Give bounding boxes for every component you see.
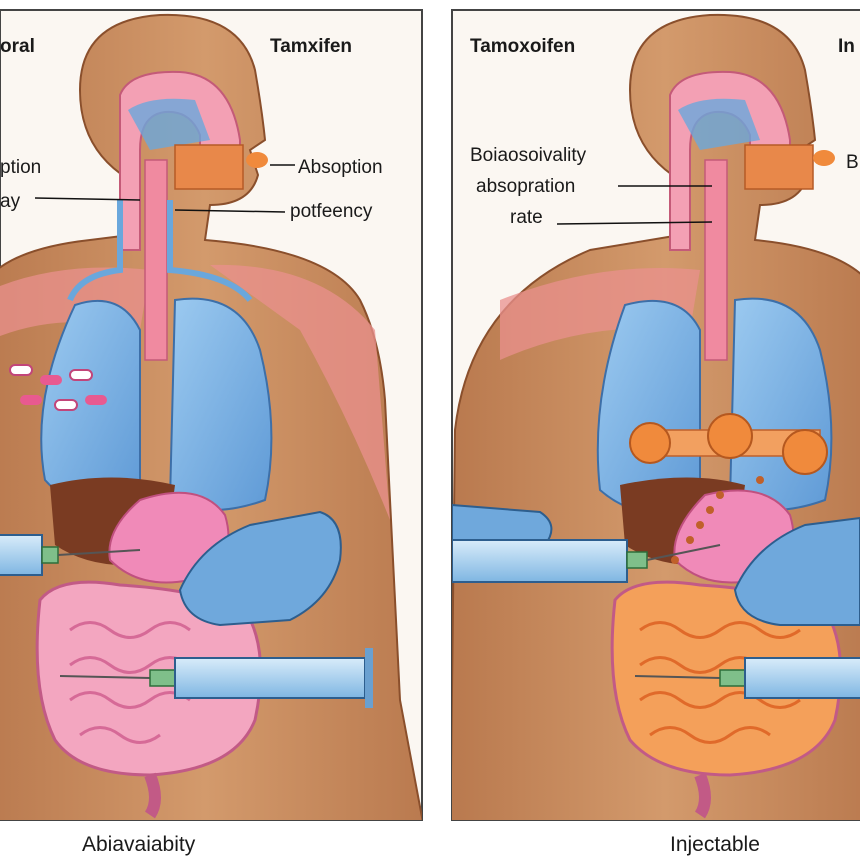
nasal-cavity — [128, 98, 210, 150]
right-panel: Tamoxoifen In Boiaosoivality absopration… — [451, 9, 860, 821]
left-label-absorption-clipped: ption — [0, 157, 41, 178]
nasal-cavity-right — [678, 98, 760, 150]
trachea — [144, 159, 168, 361]
left-title-oral: oral — [0, 36, 35, 57]
right-label-rate: rate — [510, 207, 543, 228]
shoulder-muscle-right-panel — [500, 268, 700, 360]
left-label-potency: potfeency — [290, 201, 373, 222]
left-title-drug: Tamxifen — [270, 36, 352, 57]
right-title-injectable-clipped: In — [838, 36, 855, 57]
drug-droplet — [246, 152, 268, 168]
right-label-absorption-rate: absopration — [476, 176, 575, 197]
shoulder-muscle-right — [210, 264, 390, 520]
drug-droplet-right — [813, 150, 835, 166]
gloved-hand — [178, 510, 342, 627]
right-label-bioavailability: Boiaosoivality — [470, 145, 587, 166]
left-label-way: ay — [0, 191, 21, 212]
right-label-edge: B — [846, 152, 859, 173]
syringe-lower-right — [634, 657, 860, 699]
intestine-folds — [69, 621, 191, 744]
drug-particles — [629, 413, 828, 564]
bronchi — [67, 200, 253, 302]
leader-rate — [556, 221, 713, 225]
trachea-right — [704, 159, 728, 361]
left-caption: Abiavaiabity — [82, 833, 196, 856]
mouth-tissue-right — [744, 144, 814, 190]
colon-end — [144, 772, 161, 819]
syringe-upper-right — [452, 539, 721, 583]
syringe-upper — [0, 534, 141, 576]
colon-end-right — [694, 772, 711, 819]
leader-way — [34, 197, 141, 201]
left-label-absorption: Absoption — [298, 157, 383, 178]
pills — [9, 364, 107, 411]
right-caption: Injectable — [670, 833, 760, 856]
intestine-folds-right — [639, 621, 801, 744]
gloved-hand-right — [733, 516, 860, 626]
mouth-tissue — [174, 144, 244, 190]
leader-potency — [174, 209, 286, 213]
left-panel: oral Tamxifen ption ay Absoption potfeen… — [0, 9, 423, 821]
syringe-lower — [59, 648, 373, 708]
right-title-drug: Tamoxoifen — [470, 36, 575, 57]
